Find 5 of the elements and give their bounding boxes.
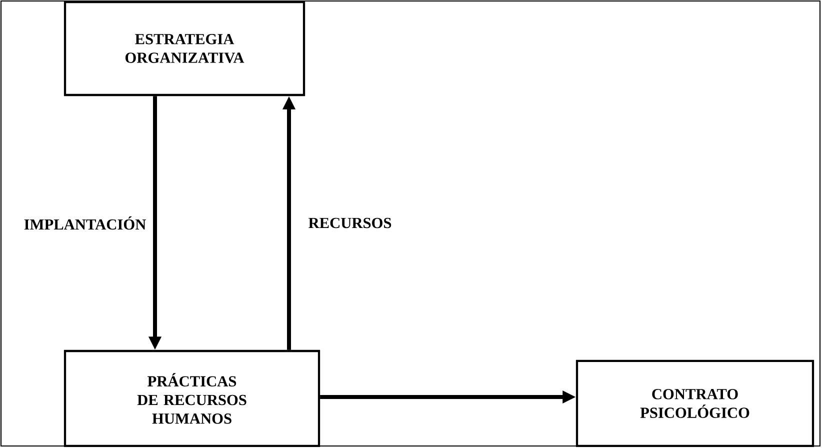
process-box: PRÁCTICAS DE RECURSOS HUMANOS xyxy=(64,350,320,448)
edge-label: RECURSOS xyxy=(306,216,394,230)
edge-label: IMPLANTACIÓN xyxy=(22,215,148,231)
process-box: CONTRATO PSICOLÓGICO xyxy=(576,360,814,448)
process-box: ESTRATEGIA ORGANIZATIVA xyxy=(64,0,306,96)
